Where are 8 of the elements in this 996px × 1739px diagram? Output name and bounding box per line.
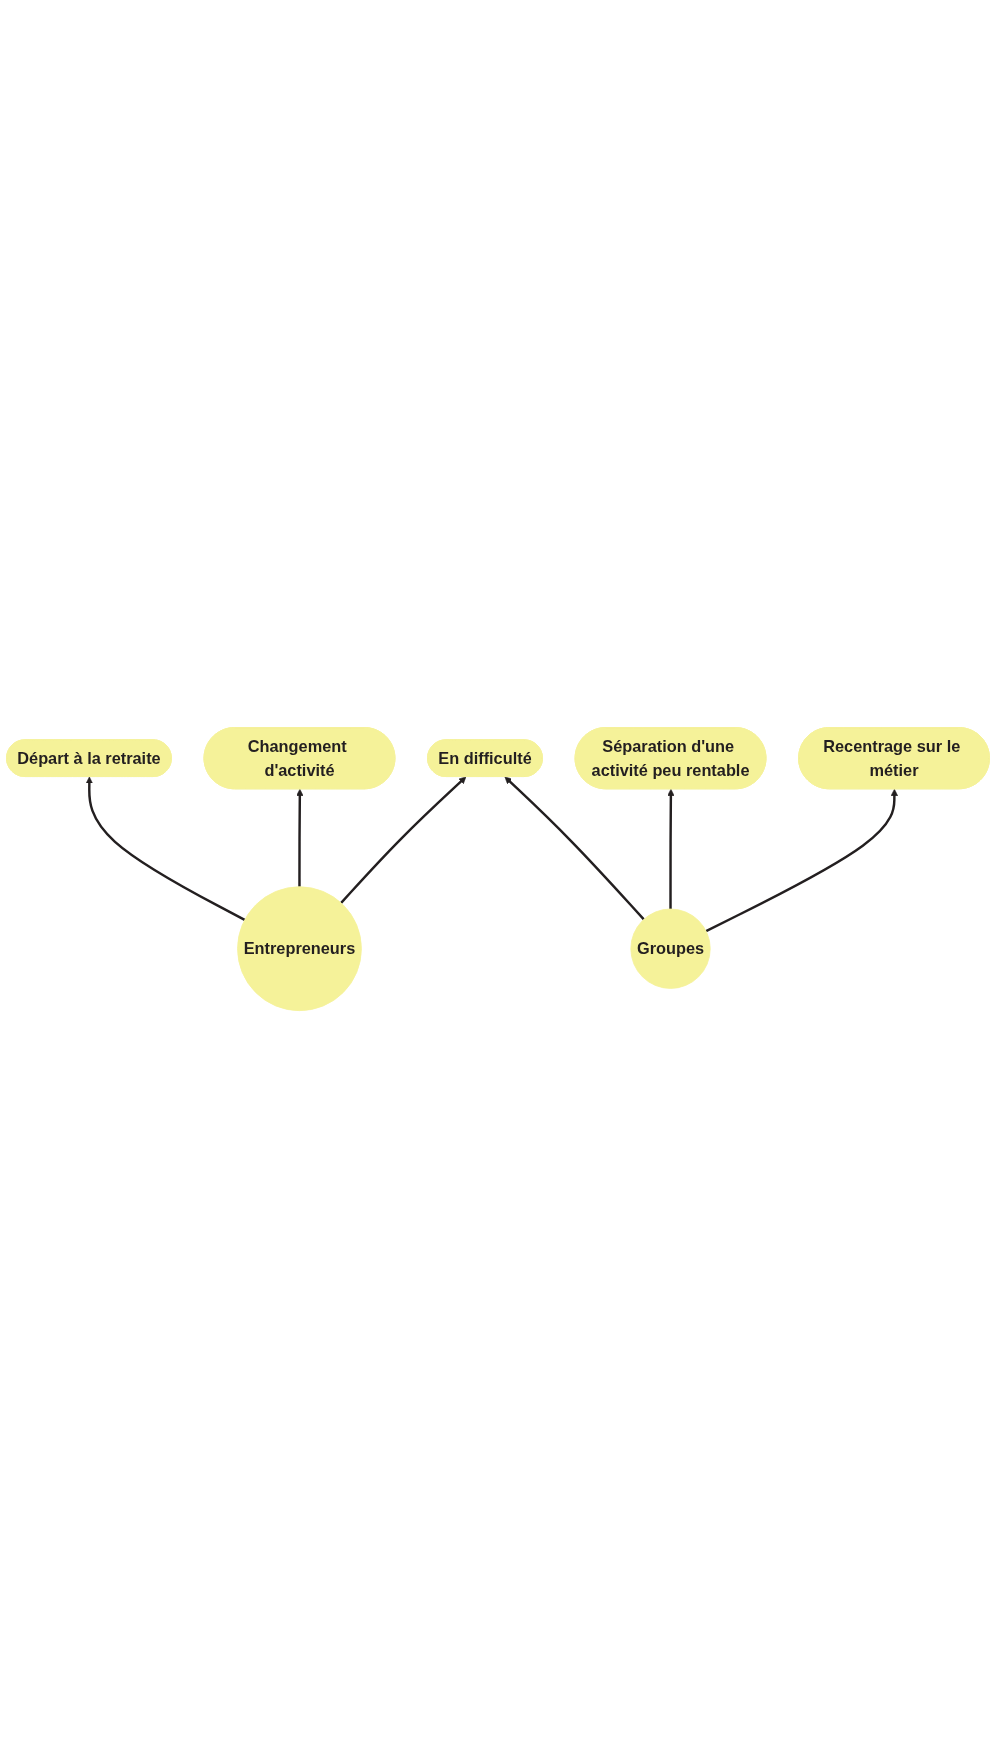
arrow: [340, 777, 467, 905]
arrow: [504, 777, 645, 921]
arrow: [705, 789, 898, 933]
arrow: [667, 789, 675, 910]
arrow: [85, 777, 246, 922]
node-circle: Entrepreneurs: [237, 886, 362, 1012]
arrow: [296, 789, 304, 888]
node-circle: Groupes: [630, 909, 711, 990]
